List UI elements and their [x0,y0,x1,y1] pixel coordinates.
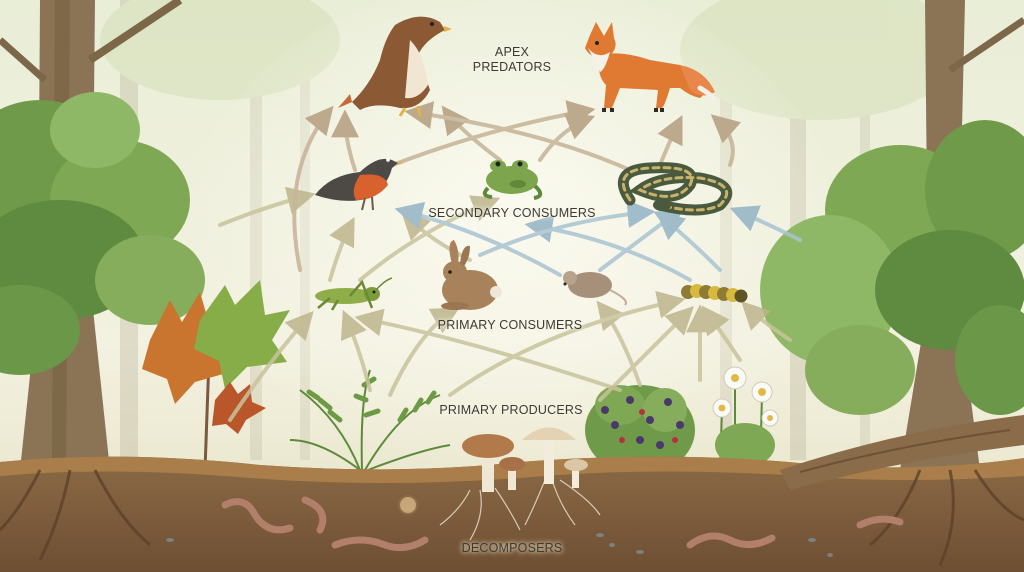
fallen-log [780,415,1024,490]
snail-shell [398,495,418,515]
secondary-consumer-arrows [292,100,742,272]
right-tree [760,0,1024,470]
soil-pebbles [166,533,833,557]
tree-roots [0,469,1024,566]
daisy-flowers [712,366,779,471]
fox-illustration [585,22,716,112]
left-oak-tree [0,0,205,470]
producer-arrows [228,291,792,422]
snake-illustration [617,162,733,216]
decomposers-label: DECOMPOSERS [461,541,563,555]
frog-illustration [482,160,543,200]
hawk-illustration [338,16,452,117]
rabbit-illustration [441,240,502,310]
robin-illustration [315,158,404,211]
apex-predators-label: APEX PREDATORS [473,45,551,75]
mouse-illustration [563,271,627,306]
primary-consumer-arrows [218,186,802,282]
earthworms [221,496,904,552]
mycelium [439,479,601,541]
caterpillar-illustration [681,284,748,303]
primary-producers-label: PRIMARY PRODUCERS [439,403,583,417]
mushrooms [462,427,588,492]
primary-consumers-label: PRIMARY CONSUMERS [437,318,583,332]
apex-label-line2: PREDATORS [472,60,552,74]
secondary-consumers-label: SECONDARY CONSUMERS [428,206,596,220]
apex-label-line1: APEX [494,45,530,59]
grasshopper-illustration [315,277,393,311]
